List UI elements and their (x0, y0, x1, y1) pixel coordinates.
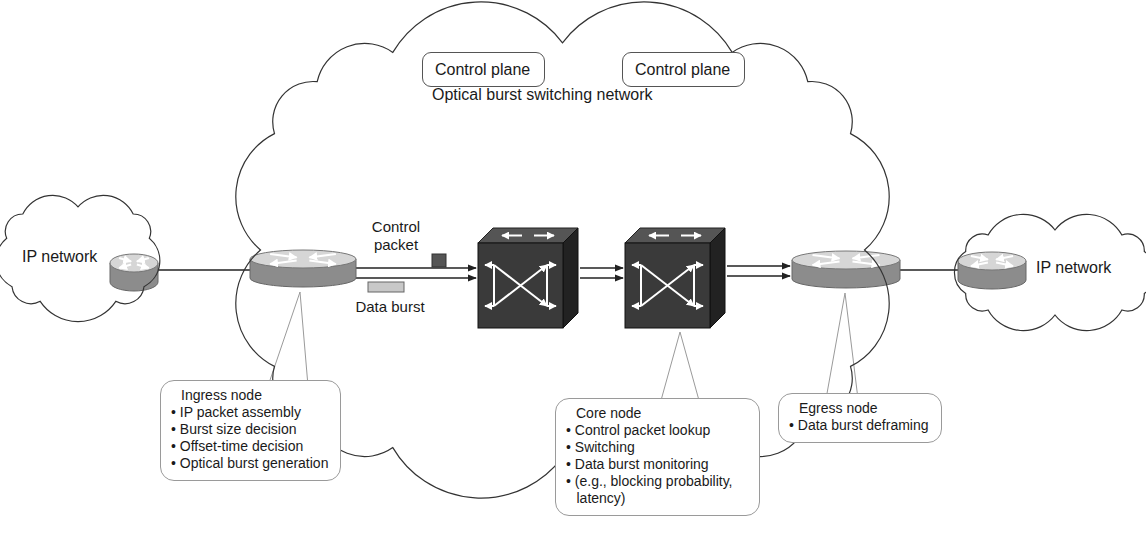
callout-heading: Core node (576, 405, 747, 422)
label-slot: Data burst (352, 298, 428, 316)
burst-channel-arrow (580, 277, 623, 278)
control-packet-symbol (432, 254, 446, 267)
callout-bullet: • Data burst monitoring (566, 456, 747, 473)
burst-label: Data burst (352, 298, 428, 316)
box-label: Control plane (635, 60, 730, 79)
callout-heading: Ingress node (181, 387, 328, 404)
ip-network-cloud: IP network (940, 215, 1146, 330)
burst-channel-arrow (727, 275, 790, 276)
burst-channel-arrow (356, 277, 476, 278)
cloud-label: IP network (22, 248, 97, 266)
link-line (158, 269, 250, 270)
optical-switch-icon (478, 228, 578, 328)
callout-bullet: • Offset-time decision (171, 438, 328, 455)
burst-channel-arrow (727, 265, 790, 266)
ip-network-cloud: IP network (0, 190, 168, 320)
callout-bullet: • Control packet lookup (566, 422, 747, 439)
callout-bullet: • (e.g., blocking probability, latency) (566, 473, 747, 507)
box-label: Control plane (435, 60, 530, 79)
callout-bullet: • Burst size decision (171, 421, 328, 438)
cloud-outline-path (954, 214, 1146, 330)
callout-bullet: • IP packet assembly (171, 404, 328, 421)
cloud-label: IP network (1036, 259, 1111, 277)
router-icon (792, 251, 900, 288)
burst-channel-arrow (580, 267, 623, 268)
callout-pointer (660, 332, 700, 404)
cloud-label: Optical burst switching network (432, 86, 653, 104)
ingress-callout: Ingress node• IP packet assembly• Burst … (160, 380, 341, 481)
router-icon (250, 250, 356, 287)
callout-heading: Egress node (799, 400, 929, 417)
cloud-outline-path (0, 195, 160, 321)
router-icon (958, 252, 1026, 289)
router-icon (110, 254, 158, 291)
callout-bullet: • Switching (566, 439, 747, 456)
callout-pointer (826, 293, 858, 399)
callout-bullet: • Data burst deframing (789, 417, 929, 434)
control-plane-box: Control plane (422, 52, 545, 87)
label-slot: Control packet (362, 218, 430, 254)
core-callout: Core node• Control packet lookup• Switch… (555, 398, 760, 516)
data-burst-symbol (368, 282, 404, 292)
control-plane-box: Control plane (622, 52, 745, 87)
optical-switch-icon (625, 228, 725, 328)
callout-bullet: • Optical burst generation (171, 455, 328, 472)
egress-callout: Egress node• Data burst deframing (778, 393, 942, 443)
burst-channel-arrow (356, 267, 476, 268)
packet-label: Control packet (362, 218, 430, 254)
link-line (900, 269, 958, 270)
callout-pointer (268, 292, 308, 386)
